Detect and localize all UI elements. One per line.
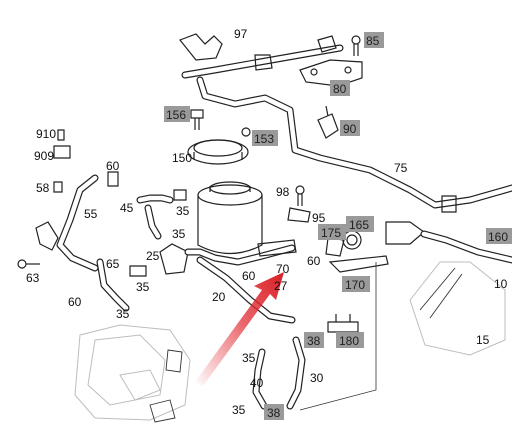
label-15: 15 — [476, 333, 490, 347]
label-63: 63 — [26, 271, 40, 285]
rail-ghost-right — [409, 261, 506, 356]
label-10: 10 — [494, 277, 508, 291]
tag-156: 156 — [164, 106, 190, 122]
tag-180: 180 — [336, 332, 364, 348]
bolt-85 — [351, 35, 361, 56]
svg-text:38: 38 — [267, 406, 281, 420]
sensor-90 — [317, 105, 339, 139]
svg-text:160: 160 — [488, 230, 508, 244]
tag-170: 170 — [342, 276, 370, 292]
tag-175: 175 — [318, 224, 346, 240]
label-65: 65 — [106, 257, 120, 271]
label-45: 45 — [120, 201, 134, 215]
bolt-153 — [241, 127, 251, 137]
red-indicator-arrow — [195, 272, 284, 386]
pipe-65 — [96, 258, 147, 312]
tag-90: 90 — [340, 120, 360, 136]
label-60-right: 60 — [307, 254, 321, 268]
label-35-b: 35 — [172, 227, 186, 241]
svg-text:175: 175 — [321, 226, 341, 240]
tag-165: 165 — [346, 216, 374, 232]
label-909: 909 — [34, 149, 54, 163]
svg-text:153: 153 — [254, 132, 274, 146]
label-150: 150 — [172, 151, 192, 165]
label-60-mid: 60 — [242, 269, 256, 283]
pipe-75 — [196, 76, 512, 213]
pipe-40 — [252, 348, 268, 410]
label-35-c: 35 — [136, 280, 150, 294]
label-25: 25 — [146, 249, 160, 263]
clip-180 — [327, 314, 359, 333]
pipe-45 — [136, 189, 187, 240]
svg-text:80: 80 — [333, 82, 347, 96]
label-35-d: 35 — [116, 307, 130, 321]
bolt-156 — [190, 109, 204, 130]
svg-text:180: 180 — [339, 334, 359, 348]
clamp-150 — [187, 139, 249, 165]
tag-153: 153 — [252, 130, 278, 146]
svg-text:90: 90 — [343, 122, 357, 136]
tag-160: 160 — [486, 228, 512, 244]
tag-80: 80 — [330, 80, 350, 96]
label-35-f: 35 — [232, 403, 246, 417]
part-98 — [295, 185, 305, 206]
pipe-30 — [286, 336, 306, 410]
svg-text:156: 156 — [166, 108, 186, 122]
label-27: 27 — [274, 279, 288, 293]
label-75: 75 — [394, 161, 408, 175]
label-70: 70 — [276, 262, 290, 276]
pipe-97 — [179, 33, 344, 79]
label-35-e: 35 — [242, 351, 256, 365]
svg-text:85: 85 — [366, 34, 380, 48]
svg-text:170: 170 — [345, 278, 365, 292]
sensor-910-stack — [53, 129, 71, 193]
bracket-95 — [287, 207, 311, 223]
label-98: 98 — [276, 185, 290, 199]
tag-38-bottom: 38 — [264, 404, 284, 420]
pipe-20 — [196, 256, 296, 324]
bolt-63 — [17, 259, 40, 269]
injection-pump-ghost — [74, 324, 191, 423]
label-55: 55 — [84, 207, 98, 221]
pipe-55 — [35, 171, 119, 272]
bracket-170 — [328, 255, 389, 273]
pipe-70 — [257, 239, 297, 257]
label-60-top: 60 — [106, 159, 120, 173]
label-20: 20 — [212, 290, 226, 304]
bracket-80 — [299, 59, 363, 87]
svg-text:165: 165 — [349, 218, 369, 232]
label-97: 97 — [234, 27, 248, 41]
label-58: 58 — [36, 181, 50, 195]
label-95: 95 — [312, 211, 326, 225]
pipe-160 — [420, 230, 512, 264]
label-30: 30 — [310, 371, 324, 385]
label-60-left: 60 — [68, 295, 82, 309]
tag-85: 85 — [364, 32, 384, 48]
label-910: 910 — [36, 127, 56, 141]
label-35-a: 35 — [176, 204, 190, 218]
svg-text:38: 38 — [307, 334, 321, 348]
fuel-filter — [197, 181, 263, 254]
tag-38-top: 38 — [304, 332, 324, 348]
bracket-175 — [325, 237, 345, 257]
connector-25 — [159, 243, 296, 275]
label-40: 40 — [250, 376, 264, 390]
